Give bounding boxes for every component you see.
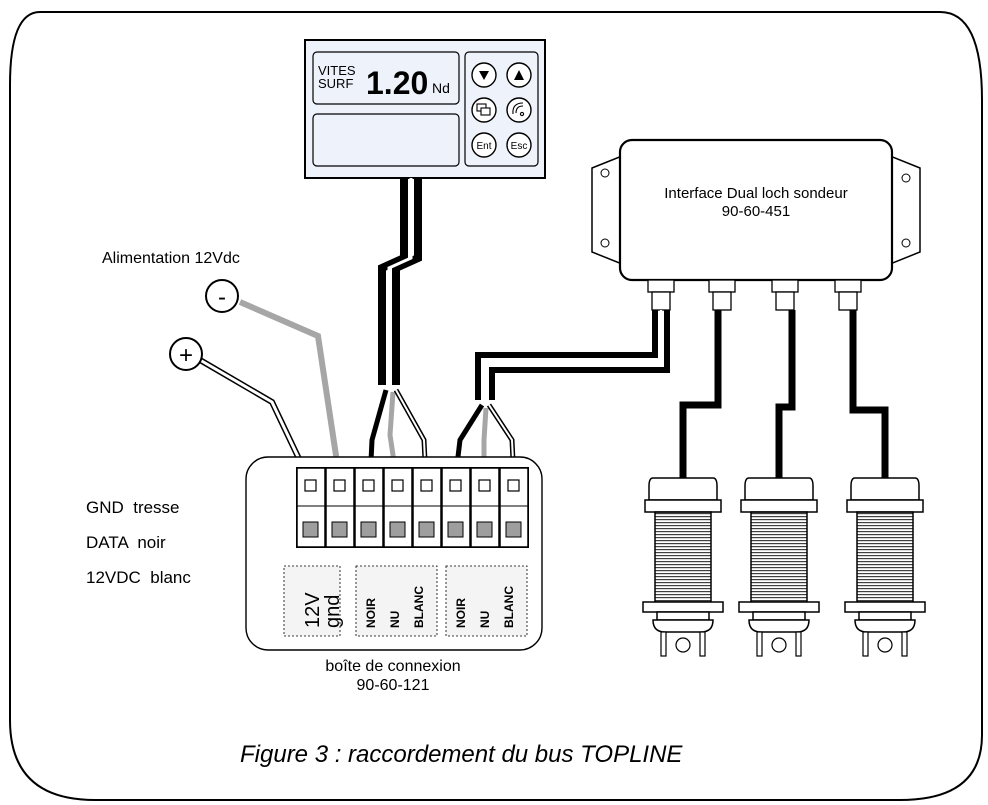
- label-group2-noir: NOIR: [454, 598, 468, 628]
- legend-gnd: GND tresse: [86, 498, 180, 517]
- positive-power-wire: [198, 357, 313, 484]
- transducer-icon: [738, 477, 820, 657]
- terminal-screw: [325, 467, 355, 548]
- chevron-down-icon: [479, 71, 489, 80]
- label-panel-power: [283, 565, 341, 637]
- label-panel-group2: [445, 565, 528, 637]
- mount-hole-icon: [901, 238, 911, 248]
- display-param-line2: SURF: [318, 76, 353, 91]
- display-unit-label: Nd: [432, 80, 450, 96]
- label-group1-blanc: BLANC: [412, 586, 426, 628]
- junction-box: 12V gnd NOIR NU BLANC NOIR NU BLANC: [245, 456, 543, 651]
- display-value: 1.20: [366, 65, 428, 101]
- terminal-block: [296, 467, 529, 548]
- transducer-icon: [642, 477, 724, 657]
- terminal-screw: [441, 467, 471, 548]
- terminal-screw: [296, 467, 326, 548]
- interface-title: Interface Dual loch sondeur: [664, 185, 847, 202]
- pages-button[interactable]: [471, 97, 497, 123]
- label-panel-group1: [355, 565, 438, 637]
- plus-terminal-icon: +: [169, 337, 203, 371]
- button-panel: [464, 51, 539, 167]
- label-gnd: gnd: [322, 595, 344, 628]
- display-screen-bottom: [312, 113, 460, 167]
- svg-text:-: -: [218, 284, 226, 311]
- terminal-screw: [383, 467, 413, 548]
- interface-ref: 90-60-451: [722, 203, 790, 220]
- junction-box-name: boîte de connexion: [325, 658, 460, 675]
- legend-data: DATA noir: [86, 533, 166, 552]
- label-group2-blanc: BLANC: [502, 586, 516, 628]
- ent-button-label: Ent: [476, 141, 491, 152]
- display-cable: [378, 178, 422, 385]
- mount-hole-icon: [901, 173, 911, 183]
- pages-icon: [476, 103, 491, 116]
- esc-button[interactable]: Esc: [506, 132, 532, 158]
- ent-button[interactable]: Ent: [471, 132, 497, 158]
- label-group2-nu: NU: [478, 611, 492, 628]
- chevron-up-icon: [514, 70, 524, 80]
- terminal-screw: [470, 467, 500, 548]
- interface-box: Interface Dual loch sondeur 90-60-451: [591, 138, 921, 282]
- interface-connectors: [647, 279, 862, 311]
- terminal-screw: [412, 467, 442, 548]
- sensor-cables: [679, 310, 889, 478]
- outer-frame: [9, 11, 983, 801]
- transducer-icon: [844, 477, 926, 657]
- negative-power-wire: [238, 299, 343, 483]
- backlight-icon: [512, 102, 525, 117]
- label-group1-nu: NU: [388, 611, 402, 628]
- minus-terminal-icon: -: [205, 279, 239, 313]
- interface-cable: [475, 310, 670, 400]
- svg-text:+: +: [179, 342, 193, 369]
- power-supply-label: Alimentation 12Vdc: [102, 250, 240, 267]
- label-group1-noir: NOIR: [364, 598, 378, 628]
- esc-button-label: Esc: [511, 141, 528, 152]
- down-arrow-button[interactable]: [471, 62, 497, 88]
- terminal-screw: [499, 467, 529, 548]
- light-button[interactable]: [506, 97, 532, 123]
- junction-box-ref: 90-60-121: [357, 677, 430, 694]
- terminal-screw: [354, 467, 384, 548]
- mount-hole-icon: [600, 168, 610, 178]
- display-param-line1: VITES: [318, 63, 356, 78]
- label-12v: 12V: [302, 592, 324, 628]
- up-arrow-button[interactable]: [506, 62, 532, 88]
- figure-caption: Figure 3 : raccordement du bus TOPLINE: [240, 741, 683, 768]
- legend-12vdc: 12VDC blanc: [86, 568, 191, 587]
- mount-hole-icon: [600, 238, 610, 248]
- display-screen-top: [312, 51, 460, 105]
- display-unit: VITES SURF 1.20 Nd: [304, 39, 546, 179]
